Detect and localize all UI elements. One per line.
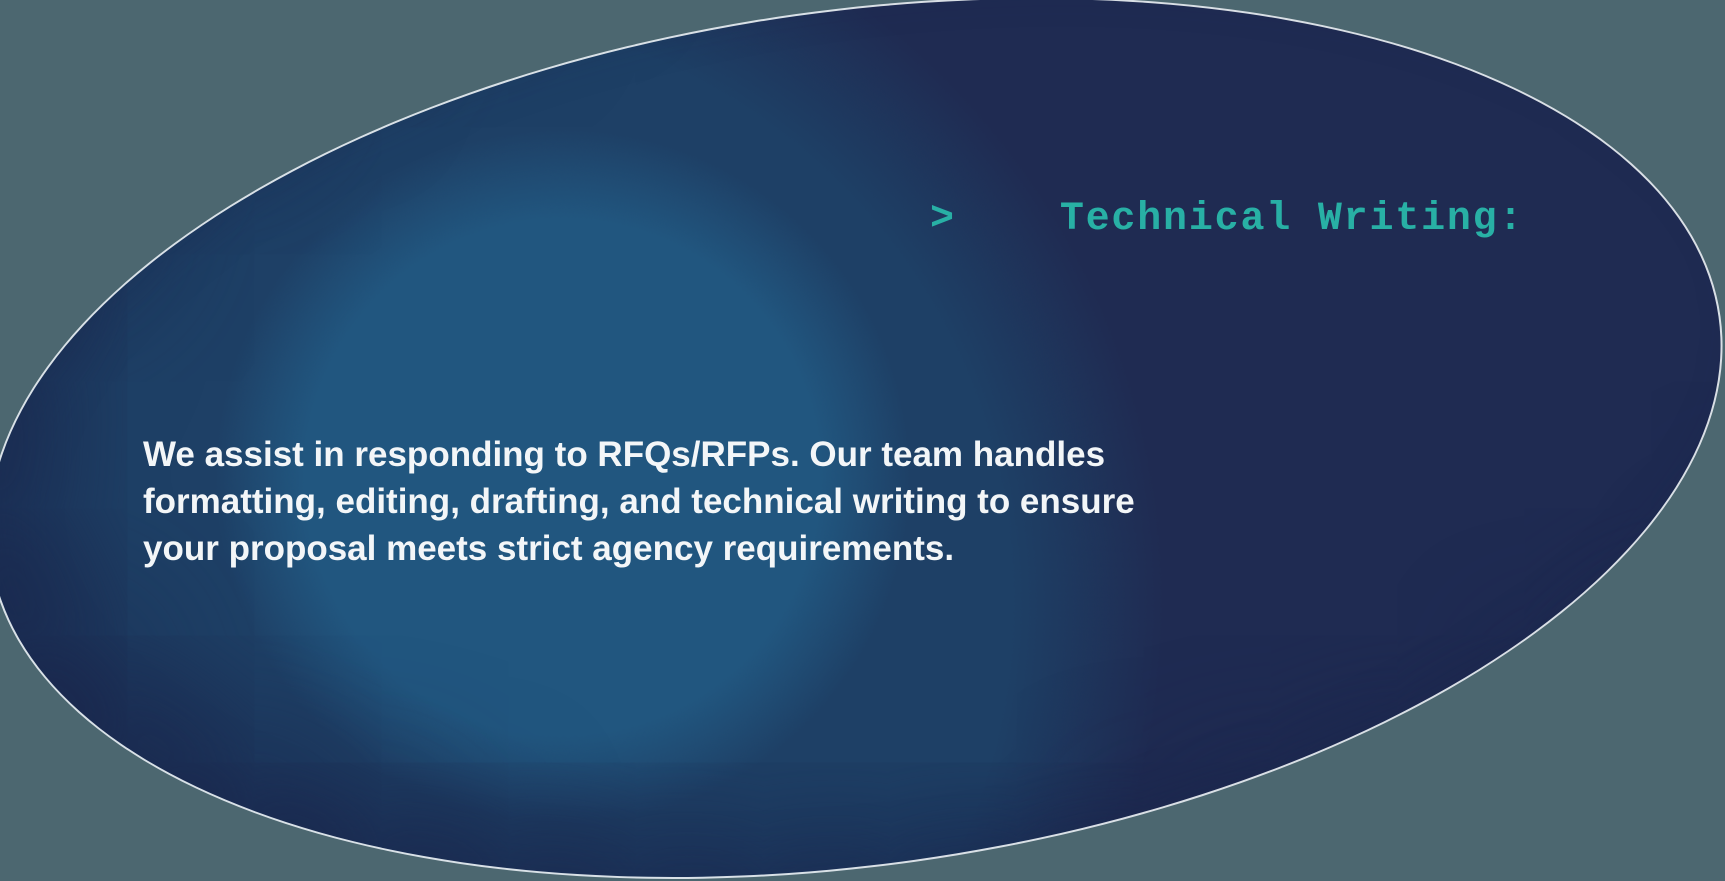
description-line: your proposal meets strict agency requir…	[143, 529, 955, 568]
section-heading: > Technical Writing:	[930, 197, 1524, 242]
terminal-prompt-icon: >	[930, 197, 956, 242]
section-description: We assist in responding to RFQs/RFPs. Ou…	[143, 431, 1135, 572]
description-line: formatting, editing, drafting, and techn…	[143, 482, 1135, 521]
section-title: Technical Writing:	[1059, 197, 1525, 242]
description-line: We assist in responding to RFQs/RFPs. Ou…	[143, 435, 1106, 474]
